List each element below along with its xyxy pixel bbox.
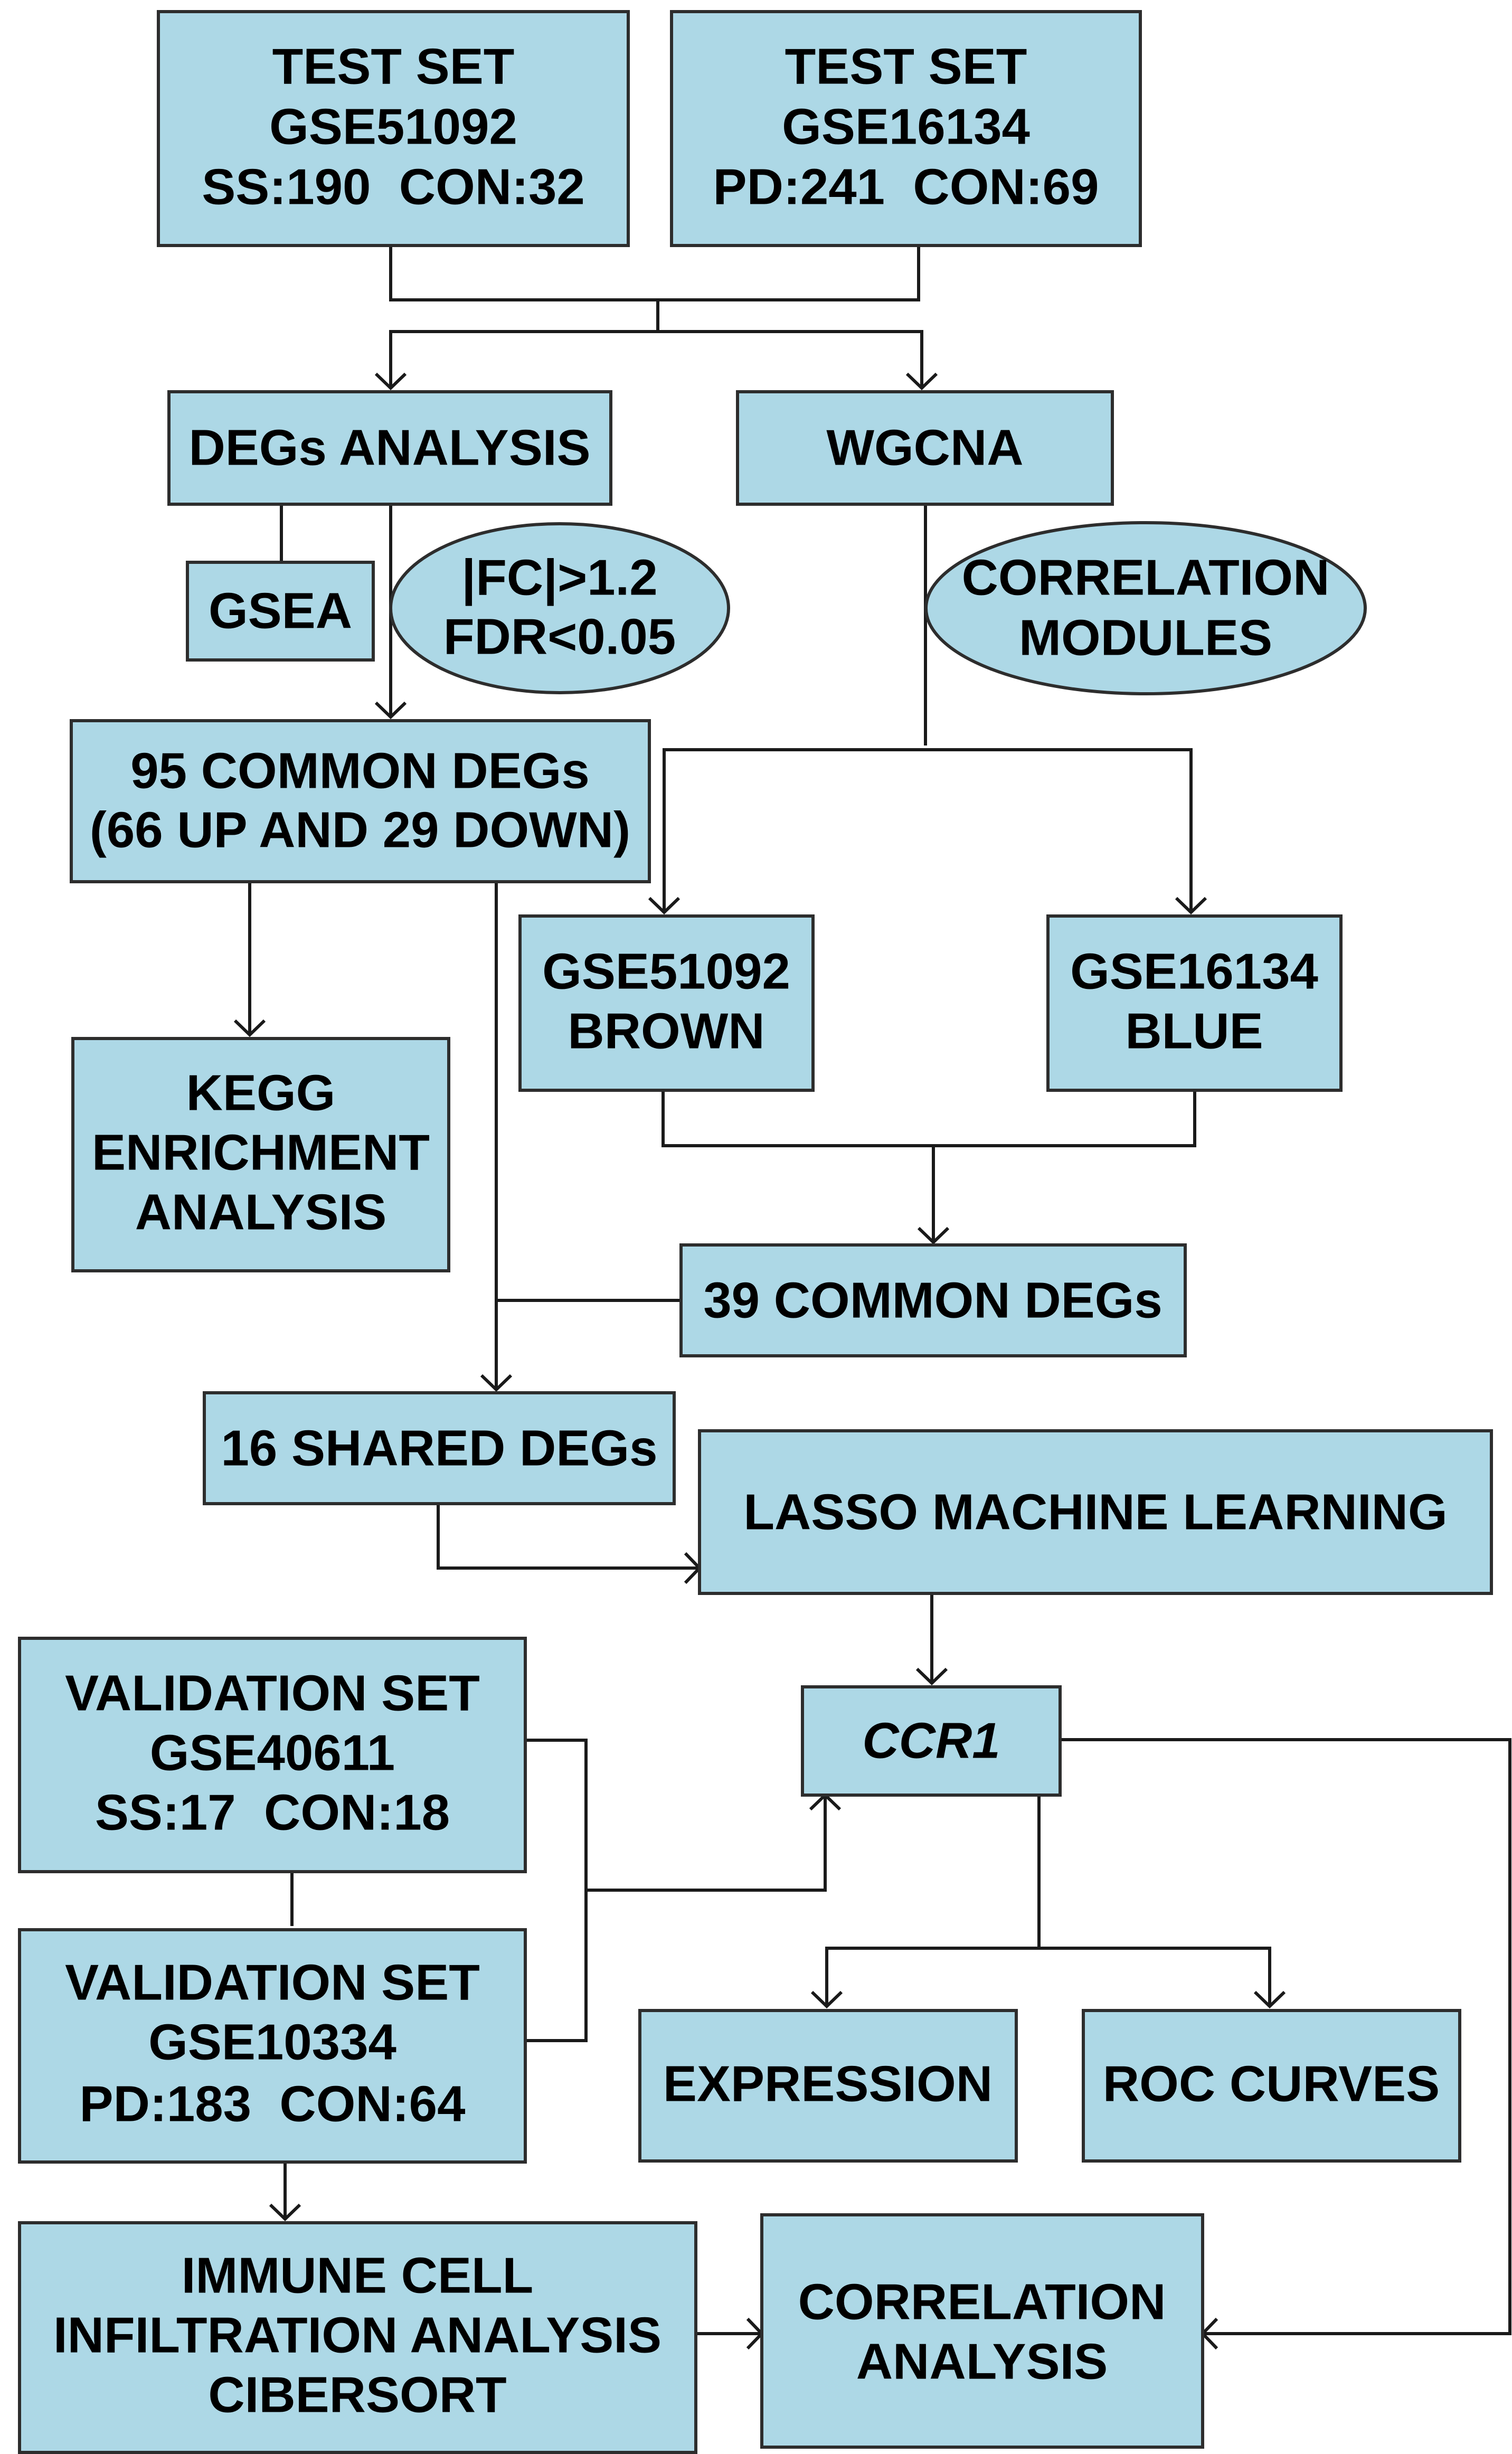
wgcna-label: WGCNA bbox=[826, 420, 1023, 476]
node-validation-set-gse10334: VALIDATION SET GSE10334 PD:183 CON:64 bbox=[18, 1928, 527, 2164]
common-95-line-1: 95 COMMON DEGs bbox=[130, 743, 589, 799]
arrowhead-blue bbox=[1175, 896, 1207, 915]
kegg-line-1: KEGG bbox=[186, 1065, 336, 1121]
shared-16-label: 16 SHARED DEGs bbox=[221, 1420, 658, 1477]
connector-test-sets-merge bbox=[389, 246, 920, 301]
connector-wgcna-split bbox=[663, 748, 1193, 912]
ccr1-label: CCR1 bbox=[862, 1713, 1000, 1769]
immune-line-1: IMMUNE CELL bbox=[182, 2248, 534, 2304]
validation-set-1-line-2: GSE40611 bbox=[150, 1725, 395, 1781]
fc-criteria-line-2: FDR<0.05 bbox=[443, 609, 676, 665]
arrowhead-roc bbox=[1253, 1990, 1286, 2009]
node-blue-module: GSE16134 BLUE bbox=[1046, 914, 1343, 1092]
node-gsea: GSEA bbox=[186, 561, 375, 662]
connector-modules-merge bbox=[662, 1090, 1196, 1147]
arrowhead-kegg bbox=[233, 1019, 266, 1037]
blue-module-line-1: GSE16134 bbox=[1070, 943, 1318, 1000]
validation-set-2-line-3: PD:183 CON:64 bbox=[80, 2076, 466, 2132]
node-39-common-degs: 39 COMMON DEGs bbox=[679, 1243, 1187, 1357]
node-ccr1: CCR1 bbox=[801, 1685, 1062, 1797]
validation-set-1-line-3: SS:17 CON:18 bbox=[95, 1785, 450, 1841]
connector-ccr1-to-correlation bbox=[1060, 1738, 1511, 2335]
node-degs-analysis: DEGs ANALYSIS bbox=[167, 390, 612, 506]
immune-line-3: CIBERSORT bbox=[208, 2367, 506, 2423]
correlation-modules-line-2: MODULES bbox=[1019, 610, 1272, 666]
arrowhead-immune bbox=[269, 2203, 301, 2222]
arrowhead-95-common bbox=[374, 701, 407, 720]
node-test-set-gse51092: TEST SET GSE51092 SS:190 CON:32 bbox=[157, 10, 630, 247]
common-95-line-2: (66 UP AND 29 DOWN) bbox=[90, 802, 630, 858]
node-immune-infiltration: IMMUNE CELL INFILTRATION ANALYSIS CIBERS… bbox=[18, 2221, 697, 2454]
node-validation-set-gse40611: VALIDATION SET GSE40611 SS:17 CON:18 bbox=[18, 1637, 527, 1873]
connector-to-degs-analysis bbox=[389, 330, 923, 388]
kegg-line-3: ANALYSIS bbox=[135, 1184, 387, 1241]
node-brown-module: GSE51092 BROWN bbox=[518, 914, 815, 1092]
node-kegg: KEGG ENRICHMENT ANALYSIS bbox=[71, 1037, 450, 1272]
test-set-1-line-1: TEST SET bbox=[272, 39, 515, 95]
blue-module-line-2: BLUE bbox=[1125, 1003, 1263, 1060]
connectors bbox=[233, 246, 1511, 2350]
roc-curves-label: ROC CURVES bbox=[1103, 2056, 1440, 2112]
kegg-line-2: ENRICHMENT bbox=[92, 1125, 430, 1181]
arrowhead-39-common bbox=[917, 1226, 950, 1245]
connector-ccr1-split bbox=[825, 1947, 1271, 2006]
arrowhead-ccr1-top bbox=[915, 1667, 948, 1686]
correlation-analysis-line-1: CORRELATION bbox=[798, 2274, 1166, 2330]
validation-set-2-line-2: GSE10334 bbox=[148, 2014, 396, 2071]
node-fc-criteria: |FC|>1.2 FDR<0.05 bbox=[389, 522, 730, 694]
arrowhead-wgcna bbox=[905, 372, 938, 391]
node-lasso: LASSO MACHINE LEARNING bbox=[698, 1429, 1493, 1595]
degs-analysis-label: DEGs ANALYSIS bbox=[188, 420, 590, 476]
connector-validation-bracket bbox=[525, 1739, 588, 2042]
brown-module-line-2: BROWN bbox=[568, 1003, 764, 1060]
correlation-modules-line-1: CORRELATION bbox=[962, 550, 1330, 606]
test-set-1-line-3: SS:190 CON:32 bbox=[202, 159, 585, 215]
arrowhead-degs-analysis bbox=[374, 372, 407, 391]
test-set-2-line-3: PD:241 CON:69 bbox=[713, 159, 1099, 215]
gsea-label: GSEA bbox=[209, 583, 352, 639]
connector-validation-to-ccr1 bbox=[586, 1795, 827, 1892]
immune-line-2: INFILTRATION ANALYSIS bbox=[53, 2307, 662, 2364]
node-correlation-modules: CORRELATION MODULES bbox=[924, 521, 1367, 695]
test-set-2-line-2: GSE16134 bbox=[782, 99, 1030, 155]
node-roc-curves: ROC CURVES bbox=[1082, 2009, 1461, 2163]
node-correlation-analysis: CORRELATION ANALYSIS bbox=[760, 2213, 1204, 2449]
expression-label: EXPRESSION bbox=[663, 2056, 993, 2112]
connector-16-to-lasso bbox=[437, 1504, 700, 1570]
test-set-1-line-2: GSE51092 bbox=[269, 99, 517, 155]
node-16-shared-degs: 16 SHARED DEGs bbox=[203, 1391, 676, 1505]
validation-set-1-line-1: VALIDATION SET bbox=[65, 1665, 480, 1722]
arrowhead-16-shared bbox=[480, 1374, 513, 1392]
lasso-label: LASSO MACHINE LEARNING bbox=[743, 1484, 1447, 1541]
validation-set-2-line-1: VALIDATION SET bbox=[65, 1955, 480, 2011]
correlation-analysis-line-2: ANALYSIS bbox=[856, 2334, 1108, 2390]
test-set-2-line-1: TEST SET bbox=[785, 39, 1027, 95]
node-wgcna: WGCNA bbox=[736, 390, 1114, 506]
node-expression: EXPRESSION bbox=[638, 2009, 1018, 2163]
common-39-label: 39 COMMON DEGs bbox=[703, 1272, 1162, 1329]
brown-module-line-1: GSE51092 bbox=[542, 943, 790, 1000]
arrowhead-brown bbox=[648, 896, 681, 915]
node-test-set-gse16134: TEST SET GSE16134 PD:241 CON:69 bbox=[670, 10, 1142, 247]
fc-criteria-line-1: |FC|>1.2 bbox=[461, 550, 657, 607]
node-95-common-degs: 95 COMMON DEGs (66 UP AND 29 DOWN) bbox=[70, 719, 651, 883]
arrowhead-expression bbox=[810, 1990, 843, 2009]
